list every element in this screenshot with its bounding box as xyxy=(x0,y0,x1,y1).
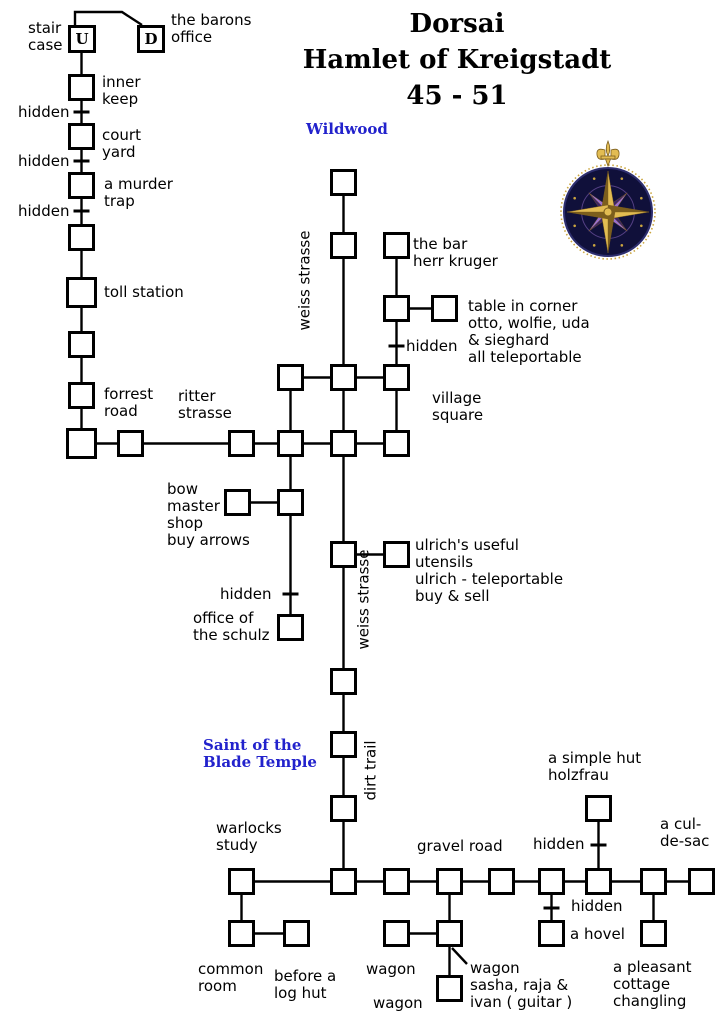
label-toll-station: toll station xyxy=(104,283,184,301)
room-weiss-strasse-south xyxy=(330,541,357,568)
room-wagon-south xyxy=(436,975,463,1002)
path-line xyxy=(451,947,468,965)
room-bow-master-shop xyxy=(224,489,251,516)
room-wagon-west xyxy=(383,920,410,947)
staircase-link-line xyxy=(73,10,143,27)
label-wildwood: Wildwood xyxy=(306,120,388,138)
label-hidden-hovel: hidden xyxy=(571,897,623,915)
compass-rose-icon xyxy=(560,140,656,260)
room-wagon-mid xyxy=(436,920,463,947)
label-gravel-road: gravel road xyxy=(417,837,503,855)
room-gravel-road-6 xyxy=(640,868,667,895)
room-ulrich-shop xyxy=(383,541,410,568)
room-holzfrau-hut xyxy=(585,795,612,822)
label-weiss-strasse-north: weiss strasse xyxy=(295,230,314,331)
room-schulz-junction xyxy=(277,489,304,516)
map-title-line-2: Hamlet of Kreigstadt xyxy=(302,45,612,75)
label-wagon-west: wagon xyxy=(366,960,416,978)
label-hidden-keep-2: hidden xyxy=(18,152,70,170)
label-cul-de-sac: a cul-de-sac xyxy=(660,815,710,850)
room-village-square-s xyxy=(330,430,357,457)
room-staircase-down: D xyxy=(137,25,165,53)
label-dirt-trail: dirt trail xyxy=(361,740,380,801)
room-inner-keep xyxy=(68,74,95,101)
label-hidden-hut: hidden xyxy=(533,835,585,853)
room-weiss-strasse-north xyxy=(330,232,357,259)
room-keep-road xyxy=(68,331,95,358)
room-murder-trap xyxy=(68,172,95,199)
room-warlocks-study xyxy=(228,868,255,895)
room-wildwood-road xyxy=(330,169,357,196)
room-cottage xyxy=(640,920,667,947)
label-weiss-strasse-south: weiss strasse xyxy=(354,549,373,650)
room-ritter-strasse-e xyxy=(228,430,255,457)
room-village-square-sw xyxy=(277,430,304,457)
room-the-bar xyxy=(383,232,410,259)
room-court-yard xyxy=(68,123,95,150)
room-blade-temple xyxy=(330,731,357,758)
map-title-line-3: 45 - 51 xyxy=(406,81,508,111)
label-a-hovel: a hovel xyxy=(570,925,625,943)
room-hovel xyxy=(538,920,565,947)
room-gravel-road-jct xyxy=(330,868,357,895)
map-title-line-1: Dorsai xyxy=(409,9,505,39)
room-gravel-road-2 xyxy=(436,868,463,895)
room-table-in-corner xyxy=(431,295,458,322)
label-hidden-schulz: hidden xyxy=(220,585,272,603)
label-hidden-keep-3: hidden xyxy=(18,202,70,220)
room-office-of-the-schulz xyxy=(277,614,304,641)
label-wagon-south: wagon xyxy=(373,994,423,1012)
room-gravel-road-4 xyxy=(538,868,565,895)
label-hidden-keep-1: hidden xyxy=(18,103,70,121)
room-common-room xyxy=(228,920,255,947)
room-gravel-road-3 xyxy=(488,868,515,895)
label-hidden-bar: hidden xyxy=(406,337,458,355)
room-ritter-strasse-w xyxy=(117,430,144,457)
room-forrest-road xyxy=(68,382,95,409)
room-dirt-trail xyxy=(330,795,357,822)
room-road-corner xyxy=(66,428,97,459)
room-keep-passage xyxy=(68,224,95,251)
room-village-square-se xyxy=(383,430,410,457)
room-trail-north xyxy=(330,668,357,695)
room-village-square-n xyxy=(330,364,357,391)
connector-lines xyxy=(73,10,688,975)
room-staircase-up: U xyxy=(68,25,96,53)
room-toll-station xyxy=(66,277,97,308)
map-title: Dorsai Hamlet of Kreigstadt 45 - 51 xyxy=(240,6,674,114)
room-gravel-road-5 xyxy=(585,868,612,895)
hidden-exit-ticks xyxy=(73,110,607,910)
room-gravel-road-1 xyxy=(383,868,410,895)
room-log-hut xyxy=(283,920,310,947)
room-cul-de-sac xyxy=(688,868,715,895)
room-village-square-ne xyxy=(383,364,410,391)
room-village-square-nw xyxy=(277,364,304,391)
room-bar-south xyxy=(383,295,410,322)
